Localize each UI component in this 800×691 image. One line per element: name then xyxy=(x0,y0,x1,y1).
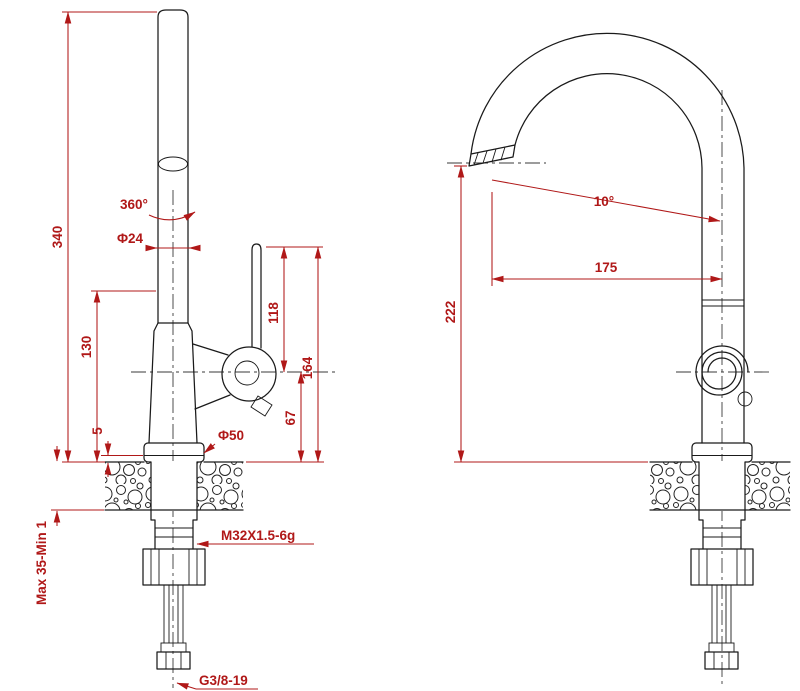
front-view: 340 360° Φ24 130 5 118 164 67 Φ50 Max 35… xyxy=(34,9,338,690)
mounting-nut xyxy=(142,548,206,586)
hose-ferrule-side xyxy=(708,642,735,653)
body-cone-right xyxy=(187,322,198,444)
base-flange xyxy=(143,442,205,463)
spout-reach-label: 175 xyxy=(595,260,618,275)
spout-tip xyxy=(468,144,516,167)
gooseneck-inner xyxy=(514,73,703,444)
mounting-nut-side xyxy=(690,548,754,586)
handle-height-label: 118 xyxy=(266,302,281,324)
outlet-angle-label: 10° xyxy=(594,194,614,209)
column-diameter-label: Φ24 xyxy=(117,231,144,246)
spout-tip-hatch xyxy=(473,146,506,166)
side-view: 10° 175 222 xyxy=(443,32,791,688)
outlet-angle-line xyxy=(491,179,721,223)
column-ring xyxy=(158,156,188,172)
supply-thread-label: G3/8-19 xyxy=(199,673,248,688)
base-diameter-label: Φ50 xyxy=(218,428,244,443)
base-diameter-leader xyxy=(203,443,216,454)
handle-ball xyxy=(221,346,277,402)
total-height-label: 340 xyxy=(50,226,65,249)
valve-housing-bottom xyxy=(194,394,231,410)
mounting-thread-label: M32X1.5-6g xyxy=(221,528,295,543)
mounting-range-label: Max 35-Min 1 xyxy=(34,520,49,605)
countertop-stem-gap-side xyxy=(699,461,745,511)
body-cone xyxy=(148,322,159,444)
hose-ferrule xyxy=(160,642,187,653)
swivel-angle-label: 360° xyxy=(120,197,148,212)
control-spiral xyxy=(695,345,749,396)
hose-hex-nut xyxy=(156,651,191,670)
countertop-stem-gap xyxy=(151,461,197,511)
handle-ball-cap xyxy=(234,360,260,386)
swivel-arrow-arc xyxy=(148,211,196,221)
threaded-shank xyxy=(150,509,198,550)
outlet-height-label: 222 xyxy=(443,301,458,324)
valve-height-label: 67 xyxy=(283,410,298,425)
supply-hoses-front xyxy=(163,584,184,644)
body-height-label: 130 xyxy=(79,336,94,359)
spiral-knob xyxy=(737,391,753,407)
supply-thread-arrow xyxy=(176,682,197,690)
hose-hex-nut-side xyxy=(704,651,739,670)
spout-column xyxy=(157,9,189,324)
handle-lever xyxy=(251,243,262,349)
threaded-shank-side xyxy=(698,509,746,550)
base-step-label: 5 xyxy=(90,427,105,435)
valve-housing-top xyxy=(192,343,229,356)
gooseneck-outer xyxy=(470,32,745,444)
handle-limiter-nub xyxy=(250,395,273,417)
handle-top-height-label: 164 xyxy=(300,356,315,379)
supply-hoses-side xyxy=(711,584,732,644)
